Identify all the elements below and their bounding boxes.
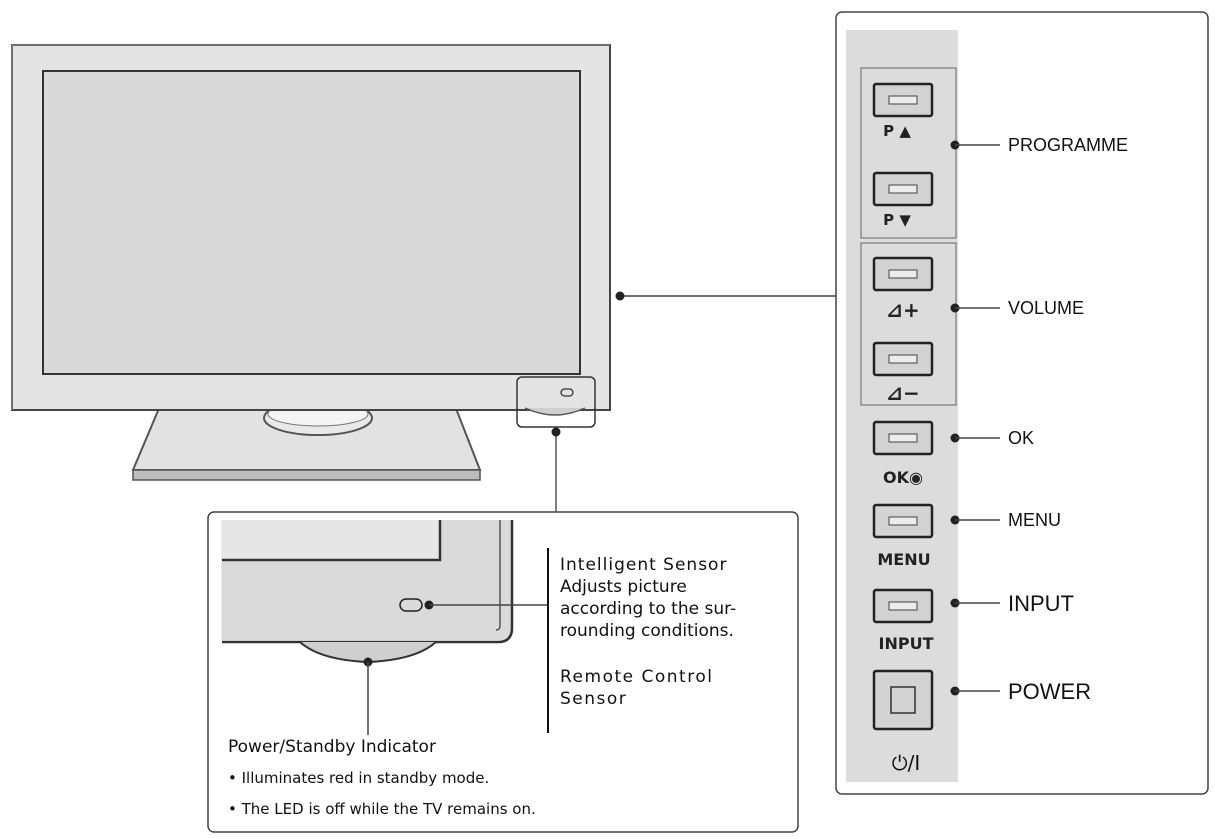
sensor-desc-line: according to the sur- <box>560 599 736 619</box>
callout-menu: MENU <box>950 510 1061 530</box>
sensor-detail-panel: Intelligent Sensor Adjusts picture accor… <box>207 511 799 833</box>
svg-text:PROGRAMME: PROGRAMME <box>1008 135 1128 155</box>
button-input[interactable] <box>872 588 934 624</box>
tv-body <box>11 44 611 428</box>
button-caption: ⏻/I <box>892 751 920 775</box>
callout-programme: PROGRAMME <box>950 135 1128 155</box>
intelligent-sensor-title: Intelligent Sensor <box>560 555 727 575</box>
svg-text:OK: OK <box>1008 428 1034 448</box>
callout-input: INPUT <box>950 591 1074 616</box>
tv-screen <box>42 70 581 375</box>
svg-text:MENU: MENU <box>1008 510 1061 530</box>
button-power[interactable] <box>872 669 934 731</box>
sensor-desc-line: Adjusts picture <box>560 577 687 597</box>
button-caption: OK◉ <box>883 468 923 487</box>
button-volume-down[interactable] <box>872 341 934 377</box>
button-ok[interactable] <box>872 420 934 456</box>
button-caption: P ▲ <box>883 122 911 140</box>
button-caption: MENU <box>877 550 930 569</box>
sensor-highlight-box <box>516 376 596 428</box>
standby-title: Power/Standby Indicator <box>228 737 436 757</box>
callout-ok: OK <box>950 428 1034 448</box>
sensor-icon <box>399 598 423 612</box>
side-panel: P ▲ P ▼ ⊿+ ⊿− OK◉ MENU INP <box>835 11 1209 795</box>
button-programme-down[interactable] <box>872 171 934 207</box>
sensor-connector <box>551 427 561 512</box>
remote-sensor-title: Sensor <box>560 689 627 709</box>
button-caption: ⊿+ <box>886 298 920 322</box>
standby-bullet: • Illuminates red in standby mode. <box>228 769 489 787</box>
button-caption: INPUT <box>879 634 934 653</box>
sensor-desc-line: rounding conditions. <box>560 621 734 641</box>
button-menu[interactable] <box>872 503 934 539</box>
svg-text:VOLUME: VOLUME <box>1008 298 1084 318</box>
button-programme-up[interactable] <box>872 82 934 118</box>
standby-bullet: • The LED is off while the TV remains on… <box>228 800 536 818</box>
svg-text:INPUT: INPUT <box>1008 591 1074 616</box>
sensor-icon <box>560 388 574 397</box>
button-volume-up[interactable] <box>872 256 934 292</box>
button-caption: P ▼ <box>883 211 911 229</box>
button-caption: ⊿− <box>886 381 920 405</box>
side-connector <box>615 291 836 301</box>
remote-sensor-title: Remote Control <box>560 667 713 687</box>
callout-power: POWER <box>950 679 1091 704</box>
svg-text:POWER: POWER <box>1008 679 1091 704</box>
callout-volume: VOLUME <box>950 298 1084 318</box>
